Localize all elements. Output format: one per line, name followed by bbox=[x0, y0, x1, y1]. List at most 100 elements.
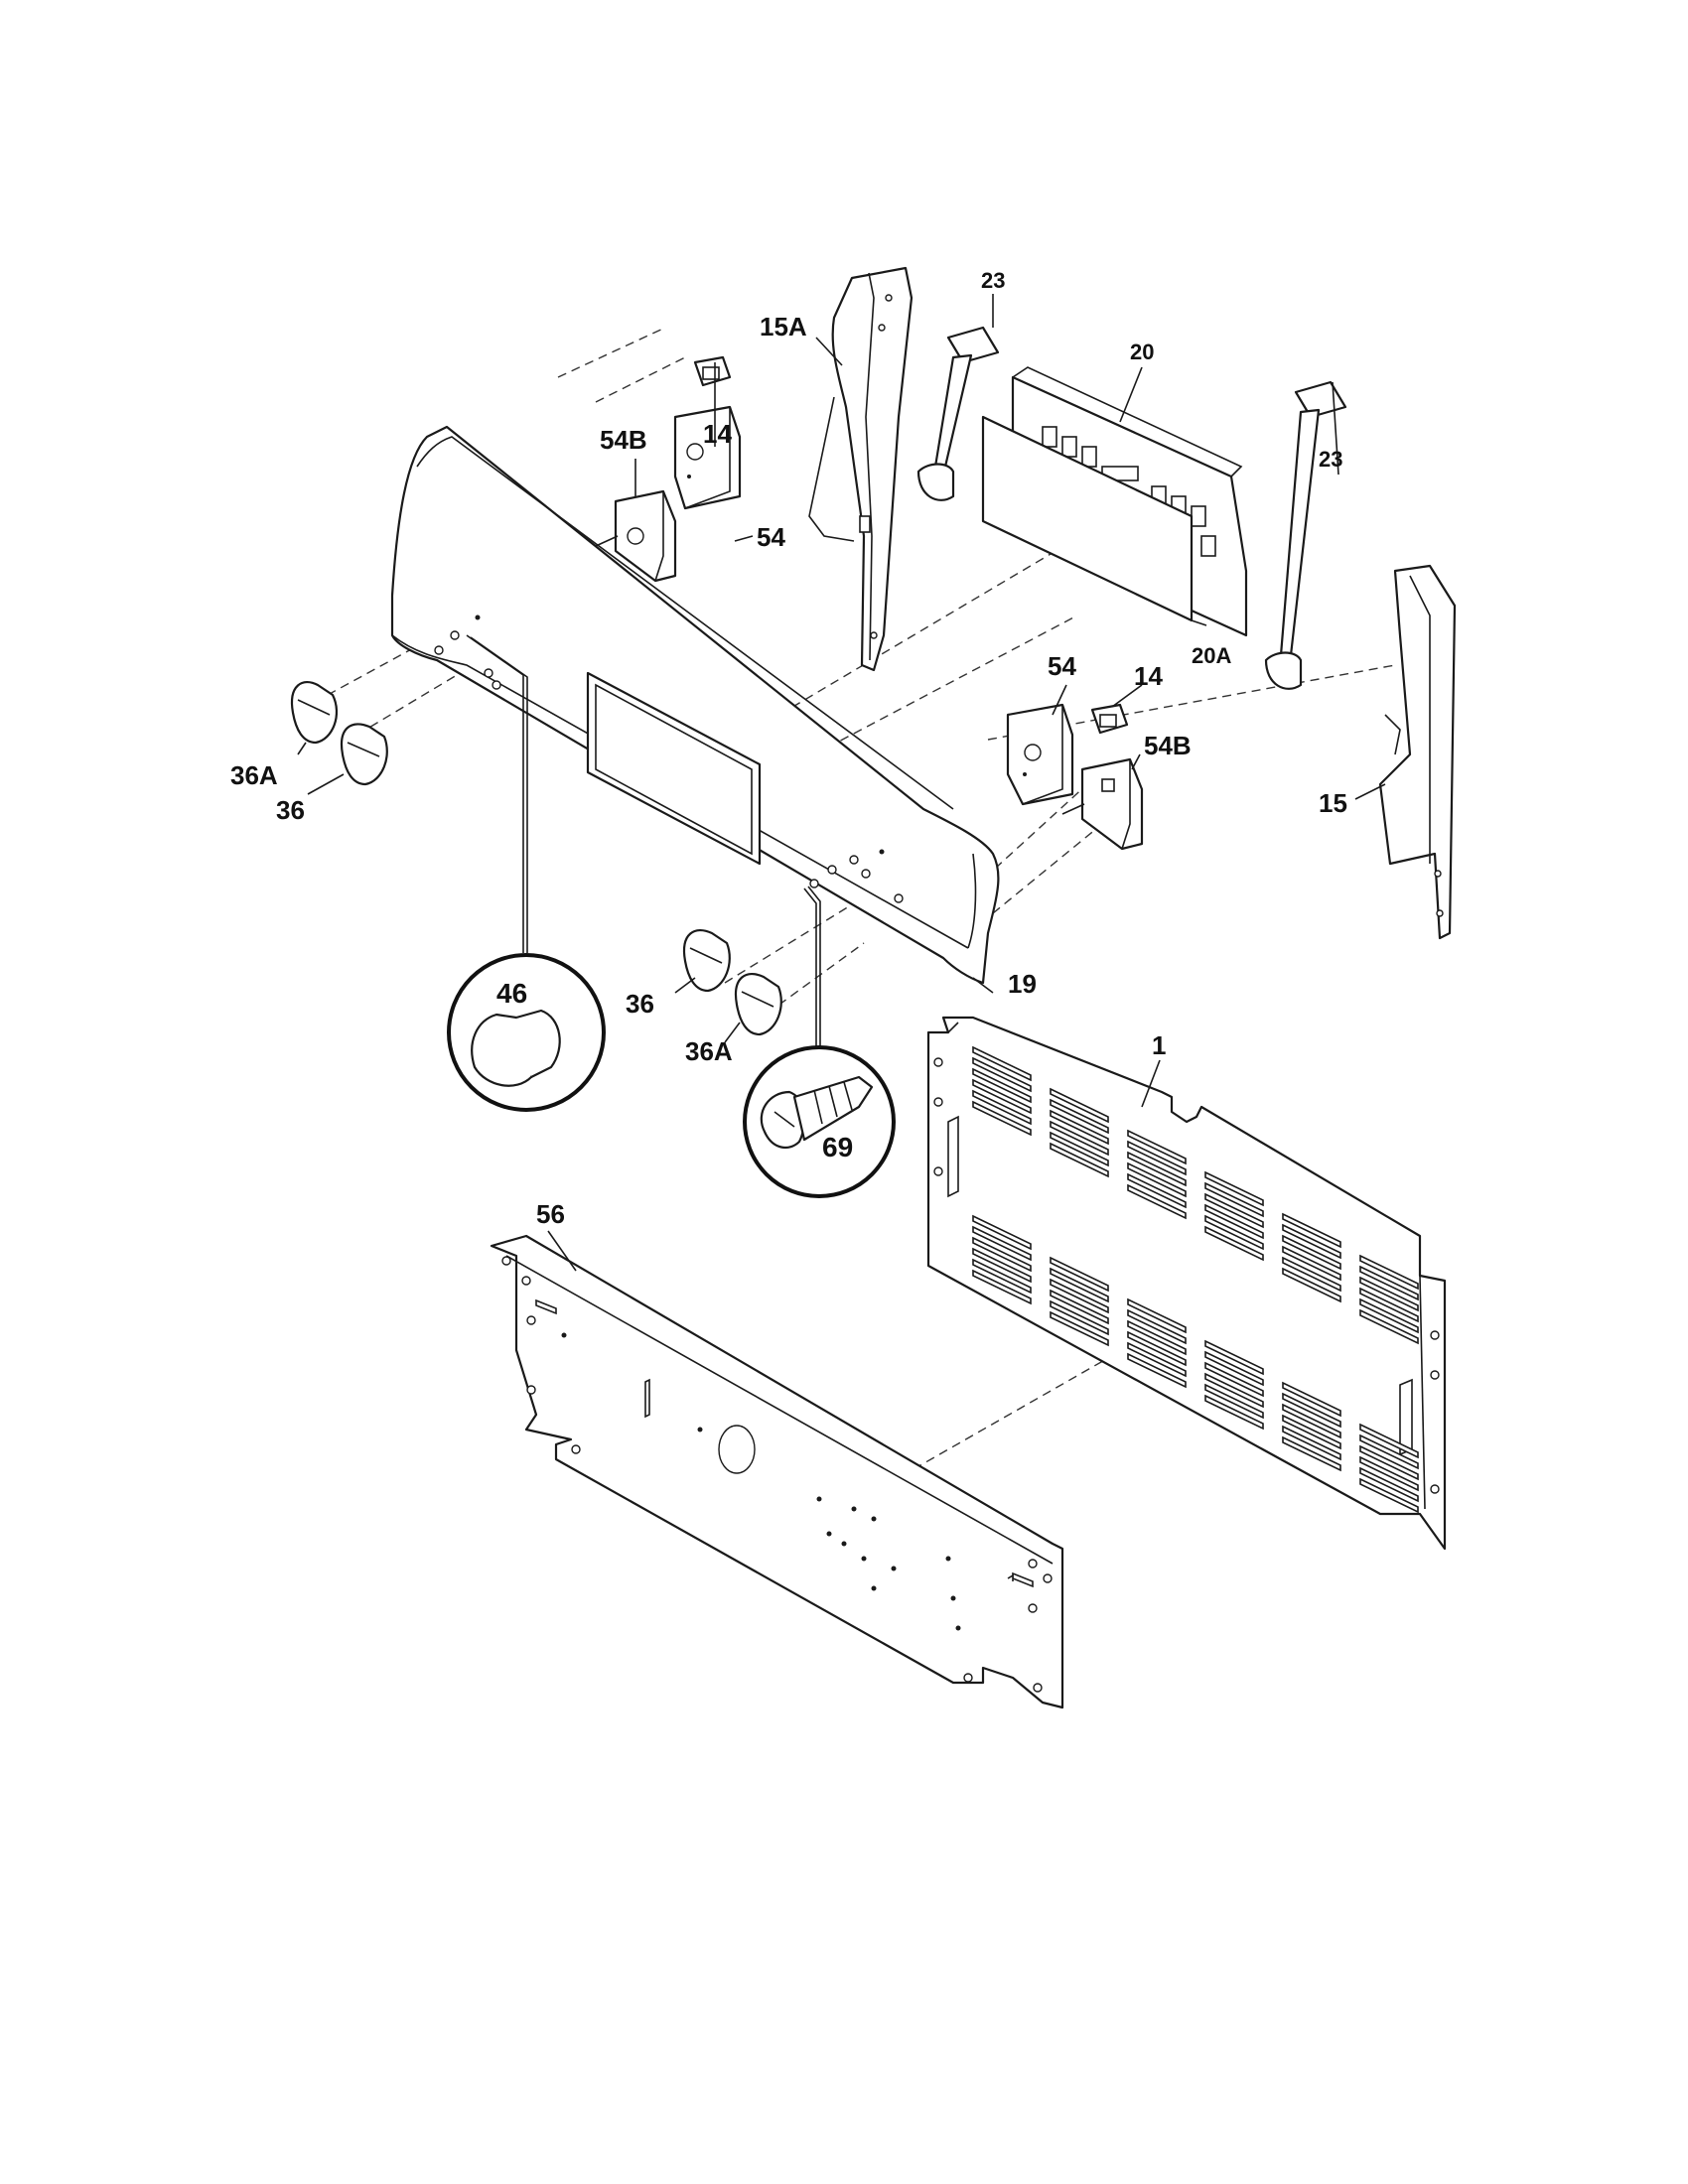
label-36a-mid: 36A bbox=[685, 1036, 733, 1066]
louver-slot bbox=[1204, 1350, 1264, 1387]
label-54-left: 54 bbox=[757, 522, 785, 552]
louver-slot bbox=[972, 1236, 1032, 1273]
louver-slot bbox=[972, 1078, 1032, 1115]
louver-slot bbox=[1204, 1361, 1264, 1398]
label-20: 20 bbox=[1130, 340, 1154, 364]
louver-slot bbox=[1282, 1223, 1341, 1260]
louver-slot bbox=[1127, 1319, 1187, 1356]
louver-slot bbox=[1359, 1477, 1419, 1514]
louver-slot bbox=[1282, 1403, 1341, 1439]
label-20a: 20A bbox=[1192, 643, 1231, 668]
label-leaders bbox=[297, 294, 1386, 1272]
knob-36a-left bbox=[290, 680, 338, 745]
louver-slot bbox=[1127, 1151, 1187, 1187]
louver-slot bbox=[972, 1067, 1032, 1104]
label-54b-left: 54B bbox=[600, 425, 647, 455]
louver-slot bbox=[1282, 1267, 1341, 1303]
louvers bbox=[972, 1045, 1419, 1514]
label-14-right: 14 bbox=[1134, 661, 1163, 691]
louver-slot bbox=[1050, 1142, 1109, 1178]
left-side-bracket bbox=[808, 266, 914, 672]
clip-right bbox=[1264, 380, 1347, 690]
louver-slot bbox=[1050, 1087, 1109, 1124]
louver-slot bbox=[1127, 1341, 1187, 1378]
louver-slot bbox=[1050, 1109, 1109, 1146]
louver-slot bbox=[972, 1056, 1032, 1093]
louver-slot bbox=[972, 1045, 1032, 1082]
infinite-switch-left bbox=[595, 489, 677, 583]
louver-slot bbox=[1204, 1372, 1264, 1409]
louver-slot bbox=[1050, 1299, 1109, 1336]
infinite-switch-lower-right bbox=[1061, 757, 1144, 851]
indicator-light-right bbox=[1090, 703, 1129, 735]
louver-slot bbox=[1359, 1433, 1419, 1470]
louver-slot bbox=[1127, 1183, 1187, 1220]
louver-slot bbox=[1359, 1466, 1419, 1503]
louver-slot bbox=[1127, 1161, 1187, 1198]
callout-leaders bbox=[466, 634, 821, 1052]
louver-slot bbox=[1282, 1256, 1341, 1293]
control-panel-backguard bbox=[390, 425, 1000, 985]
louver-slot bbox=[1204, 1181, 1264, 1218]
louver-slot bbox=[1050, 1256, 1109, 1293]
louver-slot bbox=[1204, 1203, 1264, 1240]
louver-slot bbox=[1204, 1225, 1264, 1262]
infinite-switch-main-left bbox=[673, 405, 742, 510]
label-23-right: 23 bbox=[1319, 447, 1342, 472]
louver-slot bbox=[1050, 1131, 1109, 1167]
label-19: 19 bbox=[1008, 969, 1037, 999]
label-1: 1 bbox=[1152, 1030, 1166, 1060]
louver-slot bbox=[1050, 1310, 1109, 1347]
louver-slot bbox=[1127, 1172, 1187, 1209]
label-15a: 15A bbox=[760, 312, 807, 341]
knob-36-mid bbox=[682, 928, 731, 993]
label-56: 56 bbox=[536, 1199, 565, 1229]
louver-slot bbox=[1282, 1392, 1341, 1429]
louver-slot bbox=[1127, 1129, 1187, 1165]
louver-slot bbox=[1050, 1098, 1109, 1135]
label-15: 15 bbox=[1319, 788, 1347, 818]
louver-slot bbox=[1282, 1381, 1341, 1418]
louver-slot bbox=[972, 1100, 1032, 1137]
louver-slot bbox=[972, 1089, 1032, 1126]
louver-slot bbox=[972, 1214, 1032, 1251]
louver-slot bbox=[1359, 1265, 1419, 1301]
louver-slot bbox=[1127, 1297, 1187, 1334]
louver-slot bbox=[1359, 1444, 1419, 1481]
clip-top bbox=[916, 326, 1000, 501]
knob-36a-mid bbox=[734, 972, 782, 1036]
louver-slot bbox=[1050, 1278, 1109, 1314]
label-54b-right: 54B bbox=[1144, 731, 1192, 760]
louver-slot bbox=[1204, 1339, 1264, 1376]
lower-back-panel bbox=[490, 1234, 1064, 1709]
louver-slot bbox=[1359, 1297, 1419, 1334]
callout-69 bbox=[743, 1045, 896, 1198]
louver-slot bbox=[1282, 1414, 1341, 1450]
louver-slot bbox=[1282, 1425, 1341, 1461]
label-36-mid: 36 bbox=[626, 989, 654, 1019]
louver-slot bbox=[1127, 1140, 1187, 1176]
louver-slot bbox=[1127, 1330, 1187, 1367]
louver-slot bbox=[972, 1247, 1032, 1284]
louver-slot bbox=[1359, 1308, 1419, 1345]
label-69: 69 bbox=[822, 1132, 853, 1162]
knob-36-left bbox=[340, 723, 388, 786]
louver-slot bbox=[1359, 1287, 1419, 1323]
louver-slot bbox=[1282, 1212, 1341, 1249]
louver-slot bbox=[1282, 1245, 1341, 1282]
louver-slot bbox=[1204, 1394, 1264, 1431]
louver-slot bbox=[1359, 1455, 1419, 1492]
louver-slot bbox=[1204, 1192, 1264, 1229]
label-54-right: 54 bbox=[1048, 651, 1076, 681]
part-labels: 15A 23 20 54B 14 54 23 20A 54 14 54B 15 … bbox=[230, 268, 1347, 1229]
louver-slot bbox=[1204, 1214, 1264, 1251]
callout-46 bbox=[447, 953, 606, 1112]
louver-slot bbox=[972, 1225, 1032, 1262]
louver-slot bbox=[1359, 1423, 1419, 1459]
louver-slot bbox=[1204, 1383, 1264, 1420]
louver-slot bbox=[1127, 1352, 1187, 1389]
louver-slot bbox=[972, 1258, 1032, 1295]
label-23-top: 23 bbox=[981, 268, 1005, 293]
indicator-light-left bbox=[693, 355, 732, 387]
